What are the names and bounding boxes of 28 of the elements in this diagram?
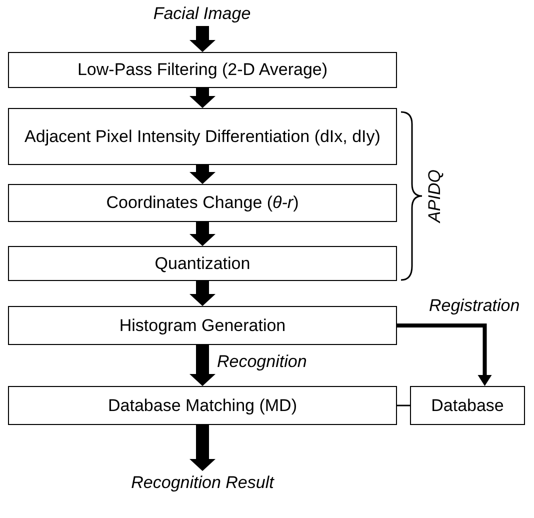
flow-label: Recognition Result bbox=[130, 473, 276, 493]
process-box bbox=[8, 184, 397, 222]
process-box bbox=[8, 306, 397, 345]
process-box bbox=[8, 246, 397, 281]
process-box bbox=[410, 386, 525, 425]
arrow bbox=[397, 324, 492, 386]
box-text: Histogram Generation bbox=[118, 316, 287, 336]
block-arrow bbox=[190, 165, 216, 184]
box-text: Coordinates Change (θ-r) bbox=[105, 193, 300, 213]
edge-label: Recognition bbox=[216, 352, 308, 372]
box-text: Low-Pass Filtering (2-D Average) bbox=[76, 60, 329, 80]
process-box bbox=[8, 52, 397, 88]
group-label: APIDQ bbox=[425, 168, 445, 226]
process-box bbox=[8, 386, 397, 425]
block-arrow bbox=[190, 222, 216, 246]
flow-label: Facial Image bbox=[152, 4, 252, 24]
block-arrow bbox=[190, 425, 216, 471]
block-arrow bbox=[190, 281, 216, 306]
connector-line bbox=[397, 404, 410, 406]
box-text: Adjacent Pixel Intensity Differentiation (dIx, dIy) bbox=[24, 126, 382, 146]
process-box bbox=[8, 108, 397, 165]
block-arrow bbox=[190, 345, 216, 386]
block-arrow bbox=[190, 26, 216, 52]
box-text: Database bbox=[430, 396, 505, 416]
edge-label: Registration bbox=[428, 296, 521, 316]
box-text: Database Matching (MD) bbox=[107, 396, 298, 416]
block-arrow bbox=[190, 88, 216, 108]
box-text: Quantization bbox=[154, 254, 252, 274]
